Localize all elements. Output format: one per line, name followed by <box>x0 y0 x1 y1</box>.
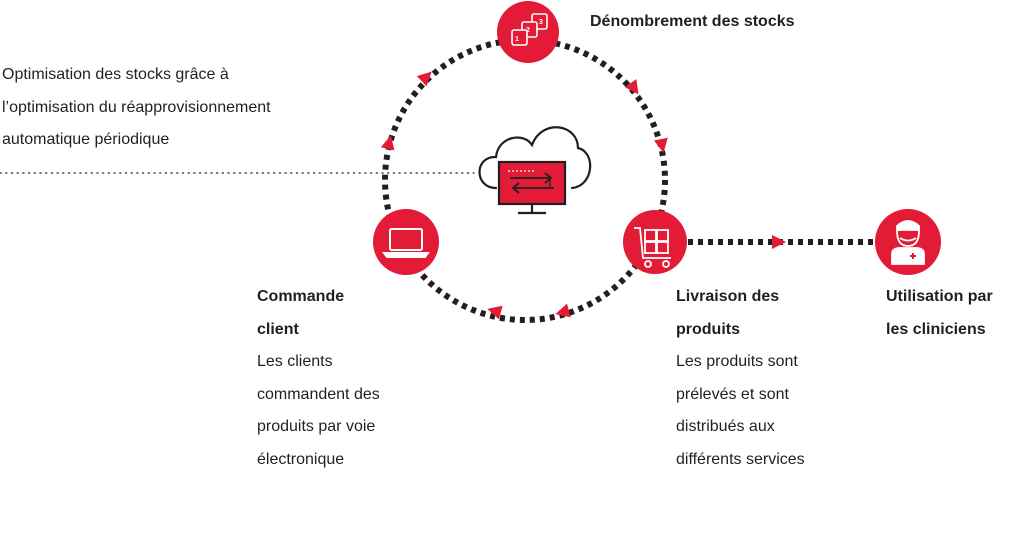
clinician-arrow <box>772 235 786 249</box>
delivery-desc-line: différents services <box>676 450 805 468</box>
box-badge-1: 1 <box>515 36 519 43</box>
order-desc-line: produits par voie <box>257 418 376 435</box>
delivery-node <box>623 210 687 274</box>
optimisation-line: l’optimisation du réapprovisionnement <box>2 98 271 116</box>
delivery-label: Livraison des produits Les produits sont… <box>676 281 805 476</box>
optimisation-line: Optimisation des stocks grâce à <box>2 66 229 83</box>
optimisation-line: automatique périodique <box>2 131 170 148</box>
delivery-desc-line: distribués aux <box>676 418 775 435</box>
order-desc-line: électronique <box>257 450 345 468</box>
optimisation-text: Optimisation des stocks grâce à l’optimi… <box>2 59 271 157</box>
cycle-arrow-4 <box>487 305 503 320</box>
cycle-arrow-2 <box>653 137 668 153</box>
clinician-icon <box>891 220 925 265</box>
order-desc-line: commandent des <box>257 385 380 403</box>
box-badge-3: 3 <box>539 19 543 26</box>
clinician-circle <box>875 209 941 275</box>
order-label: Commande client Les clients commandent d… <box>257 281 380 476</box>
order-circle <box>373 209 439 275</box>
cycle-arrow-5 <box>380 135 395 151</box>
clinicians-label: Utilisation par les cliniciens <box>886 281 993 346</box>
stacked-boxes-icon <box>511 13 548 46</box>
stock-count-node: 1 2 3 <box>497 1 559 63</box>
monitor-screen <box>497 160 567 206</box>
cycle-arrow-6 <box>416 71 432 87</box>
delivery-desc-line: prélevés et sont <box>676 385 789 403</box>
delivery-title-line: produits <box>676 320 740 338</box>
clinician-node <box>875 209 941 275</box>
stock-count-title: Dénombrement des stocks <box>590 13 795 30</box>
cycle-arrow-3 <box>555 303 571 318</box>
order-desc-line: Les clients <box>257 353 333 370</box>
order-title-line: client <box>257 320 299 338</box>
cycle-arrow-1 <box>624 79 639 95</box>
delivery-title-line: Livraison des <box>676 288 780 305</box>
cloud-monitor-icon <box>478 126 592 215</box>
delivery-desc-line: Les produits sont <box>676 353 798 370</box>
cart-icon <box>634 227 671 268</box>
clinicians-title-line: Utilisation par <box>886 288 993 305</box>
clinicians-title-line: les cliniciens <box>886 320 986 338</box>
box-badge-2: 2 <box>526 27 530 34</box>
cycle-path <box>382 37 668 323</box>
laptop-icon <box>382 228 430 258</box>
order-title-line: Commande <box>257 288 345 305</box>
order-node <box>373 209 439 275</box>
